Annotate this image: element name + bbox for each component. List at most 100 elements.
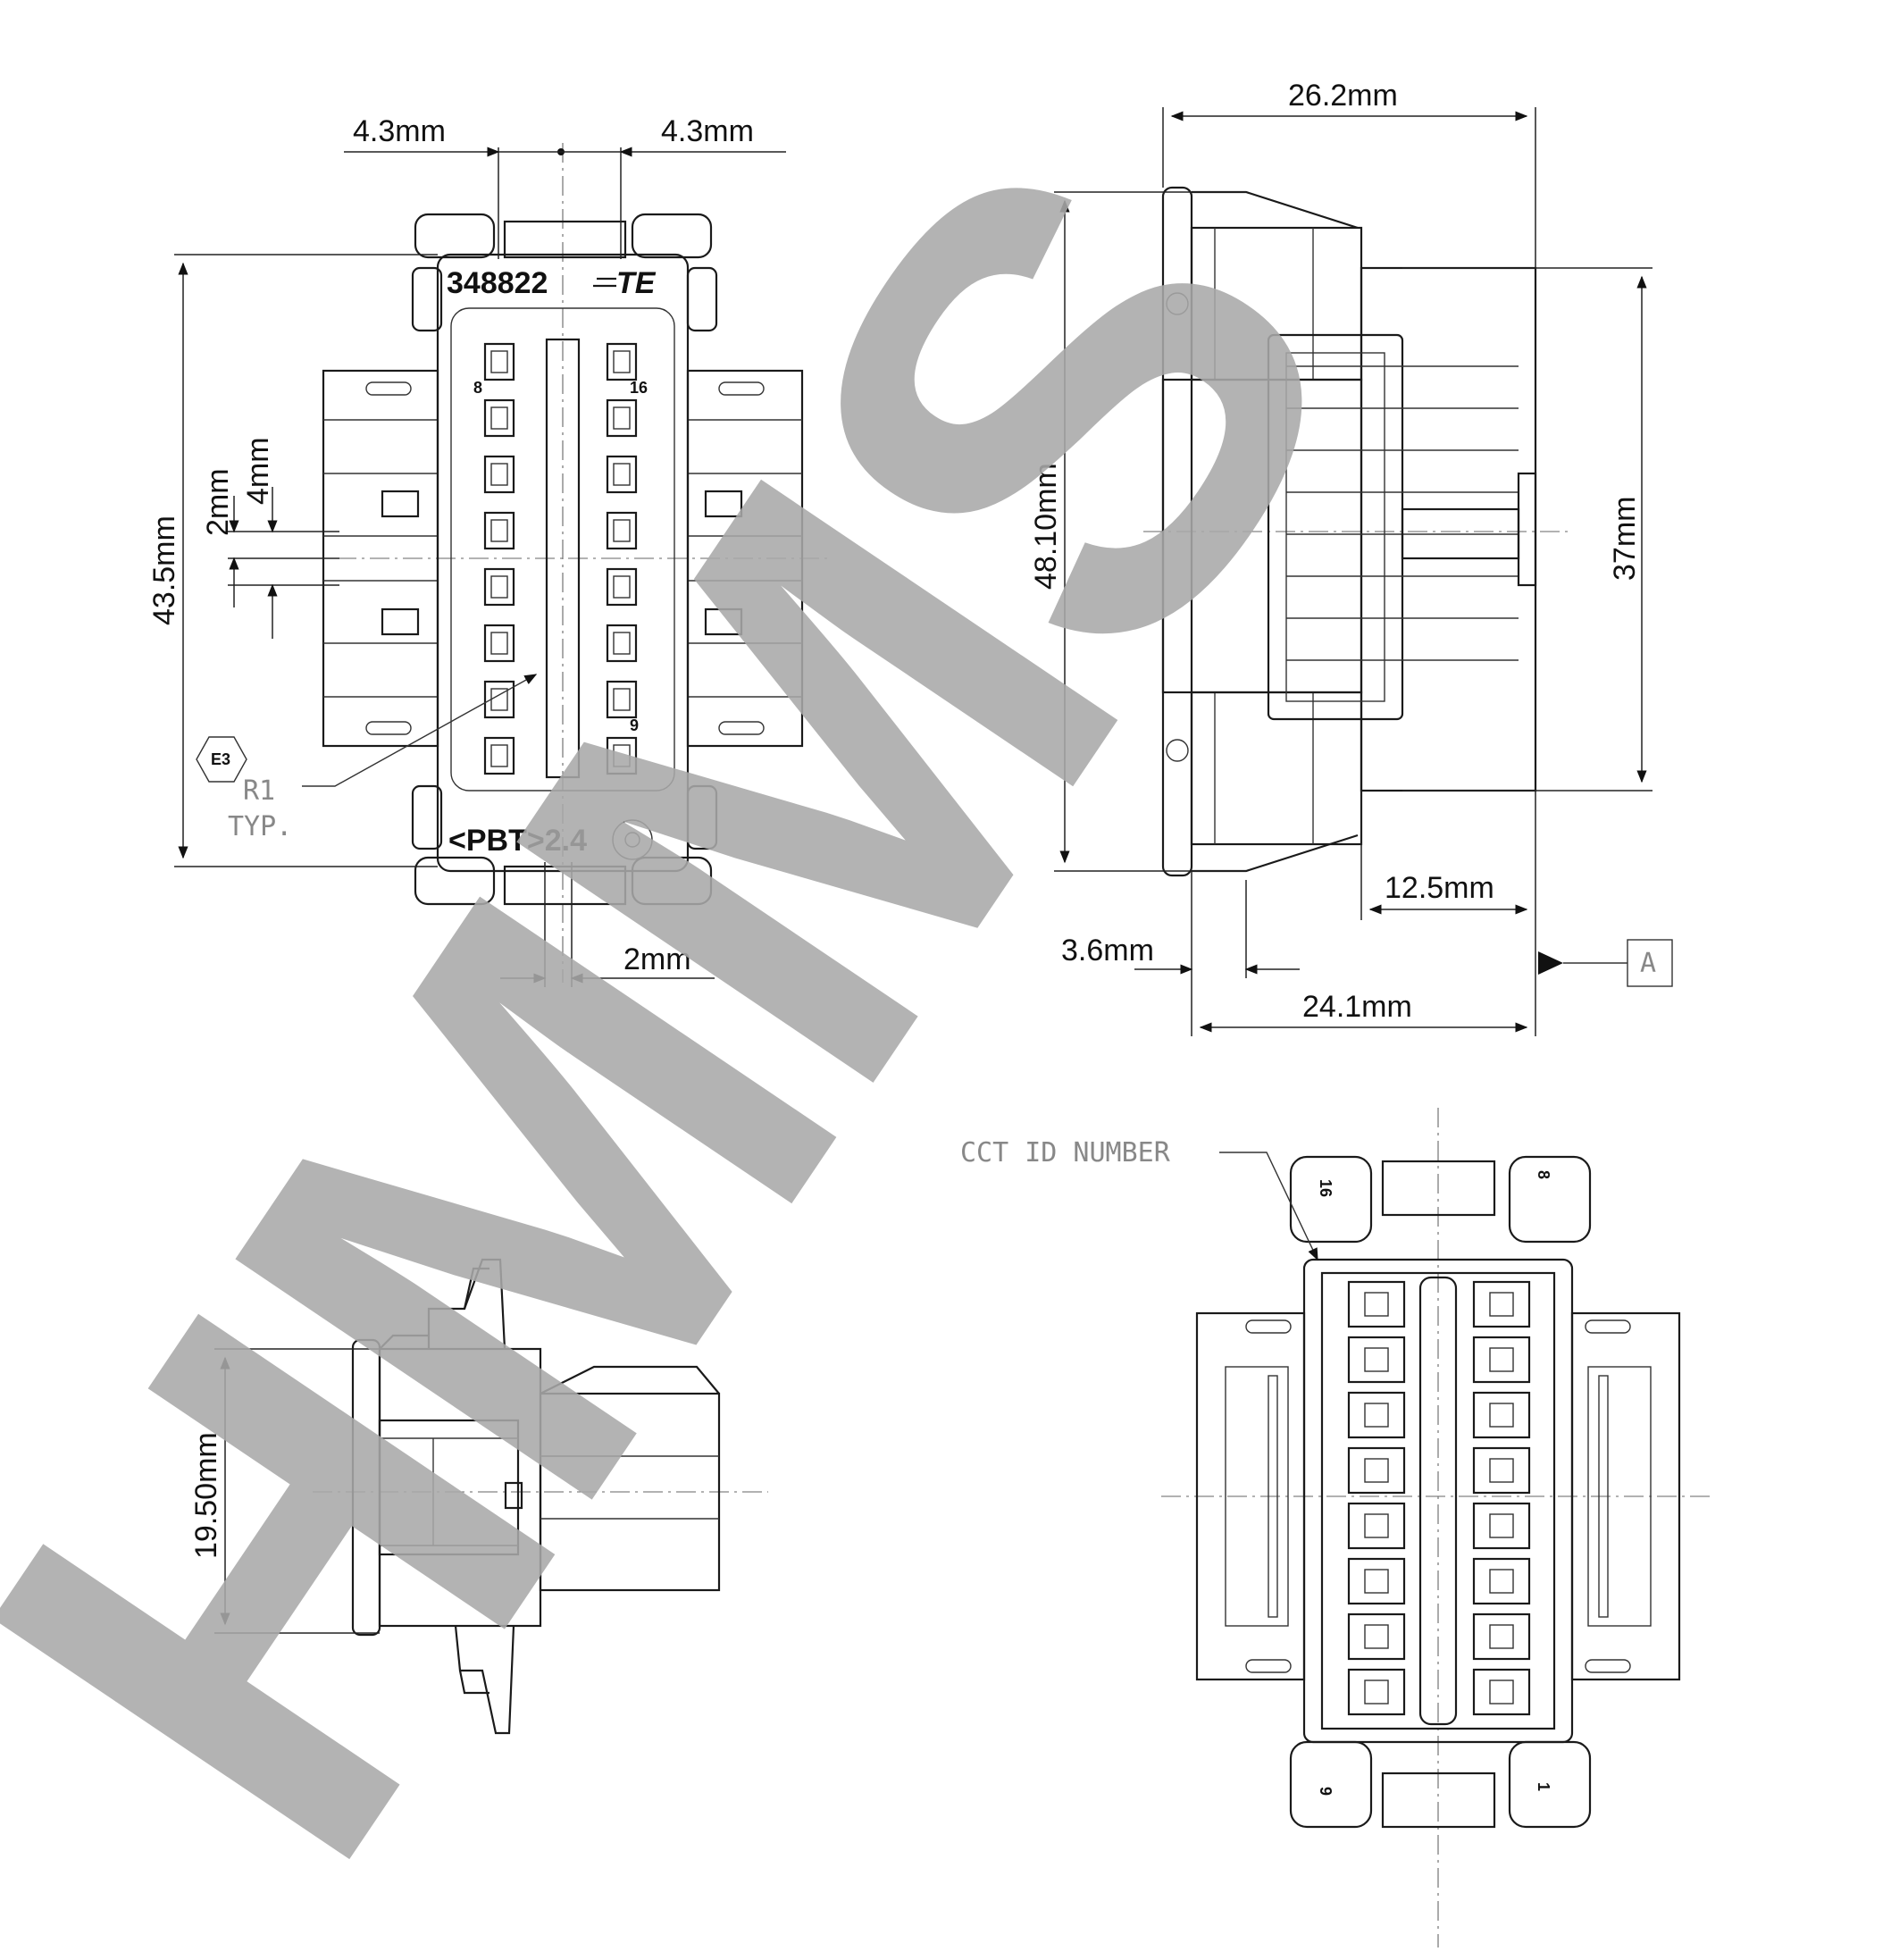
dim-19-50: 19.50mm — [189, 1432, 223, 1559]
date-wheel-icon — [612, 819, 653, 860]
cavity — [1347, 1280, 1406, 1328]
dim-26-2: 26.2mm — [1288, 79, 1398, 113]
cavity — [483, 342, 515, 381]
cavity — [1472, 1502, 1531, 1550]
cavity — [1364, 1513, 1389, 1538]
cavity — [613, 744, 631, 767]
dim-48-10: 48.10mm — [1029, 463, 1063, 590]
part-number: 348822 — [447, 266, 548, 300]
cavity-grid — [483, 342, 638, 775]
cavity — [1347, 1612, 1406, 1661]
cavity — [490, 744, 508, 767]
cavity — [1489, 1624, 1514, 1649]
cavity — [1364, 1403, 1389, 1428]
corner-16: 16 — [1317, 1179, 1335, 1197]
cavity — [483, 398, 515, 438]
cavity — [606, 455, 638, 494]
cavity — [1489, 1458, 1514, 1483]
rear-view: 16 8 9 1 CCT ID NUMBER — [960, 1108, 1715, 1947]
cavity — [1489, 1679, 1514, 1705]
cavity — [1489, 1569, 1514, 1594]
cct-id-callout: CCT ID NUMBER — [960, 1137, 1171, 1168]
radius-note: R1 — [243, 775, 275, 807]
pin-label-8: 8 — [473, 379, 482, 397]
cavity — [490, 463, 508, 486]
datum-a: A — [1640, 948, 1656, 979]
dim-4mm-pitch: 4mm — [241, 437, 275, 505]
cavity — [613, 406, 631, 430]
cavity — [613, 688, 631, 711]
cavity — [490, 632, 508, 655]
cavity — [483, 624, 515, 663]
cavity — [1364, 1679, 1389, 1705]
cavity — [1364, 1624, 1389, 1649]
corner-1: 1 — [1535, 1782, 1552, 1791]
side-ribs — [1286, 365, 1519, 661]
cavity — [1347, 1391, 1406, 1439]
cavity — [490, 519, 508, 542]
bottom-side-view: 19.50mm — [189, 1258, 768, 1735]
cavity — [606, 736, 638, 775]
side-view: 26.2mm 48.10mm 37mm 12.5mm 3.6mm 24.1mm … — [1029, 79, 1673, 1036]
cavity — [490, 575, 508, 599]
cavity — [606, 624, 638, 663]
dim-2mm-bottom: 2mm — [623, 942, 691, 976]
hex-mark-text: E3 — [211, 750, 230, 768]
front-view: 348822 TE <PBT>2.4 8 16 9 E3 R1 TYP. 4.3… — [147, 114, 831, 987]
cavity — [1489, 1292, 1514, 1317]
material-mark: <PBT>2.4 — [448, 824, 587, 858]
cavity — [1472, 1391, 1531, 1439]
cavity — [1364, 1292, 1389, 1317]
cavity — [613, 463, 631, 486]
cavity — [1347, 1502, 1406, 1550]
dim-43-5: 43.5mm — [147, 515, 181, 625]
cavity — [1364, 1569, 1389, 1594]
dim-4-3-left: 4.3mm — [353, 114, 446, 148]
cavity — [1489, 1347, 1514, 1372]
cavity — [490, 350, 508, 373]
dim-24-1: 24.1mm — [1302, 990, 1412, 1024]
dim-37: 37mm — [1608, 497, 1642, 581]
pin-label-9: 9 — [630, 716, 639, 734]
cavity — [490, 406, 508, 430]
cavity — [606, 511, 638, 550]
cavity — [1347, 1557, 1406, 1605]
cavity — [1472, 1612, 1531, 1661]
cavity — [1489, 1513, 1514, 1538]
hex-mark-icon — [196, 736, 247, 783]
te-logo: TE — [616, 266, 657, 300]
cavity — [606, 567, 638, 607]
cavity — [606, 680, 638, 719]
radius-note-typ: TYP. — [228, 811, 292, 842]
corner-8: 8 — [1535, 1170, 1552, 1179]
dim-4-3-right: 4.3mm — [661, 114, 754, 148]
cavity — [1489, 1403, 1514, 1428]
cavity — [1472, 1668, 1531, 1716]
cavity — [613, 350, 631, 373]
cavity — [606, 342, 638, 381]
cavity — [483, 680, 515, 719]
pin-label-16: 16 — [630, 379, 648, 397]
cavity — [1472, 1557, 1531, 1605]
cavity — [613, 575, 631, 599]
dim-3-6: 3.6mm — [1061, 934, 1154, 967]
dim-12-5: 12.5mm — [1385, 871, 1494, 905]
cavity — [483, 567, 515, 607]
cavity — [1472, 1336, 1531, 1384]
cavity — [1347, 1668, 1406, 1716]
cavity — [1347, 1336, 1406, 1384]
cavity — [613, 519, 631, 542]
datum-box — [1627, 939, 1673, 987]
cavity — [613, 632, 631, 655]
watermark: HMMS — [0, 52, 1466, 1960]
cavity — [483, 455, 515, 494]
cavity — [1364, 1347, 1389, 1372]
corner-9: 9 — [1317, 1787, 1335, 1796]
cavity — [606, 398, 638, 438]
cavity — [1472, 1446, 1531, 1495]
cavity — [483, 736, 515, 775]
cavity — [1364, 1458, 1389, 1483]
rear-cavity-grid — [1347, 1280, 1531, 1716]
dim-2mm-pitch: 2mm — [201, 468, 235, 536]
